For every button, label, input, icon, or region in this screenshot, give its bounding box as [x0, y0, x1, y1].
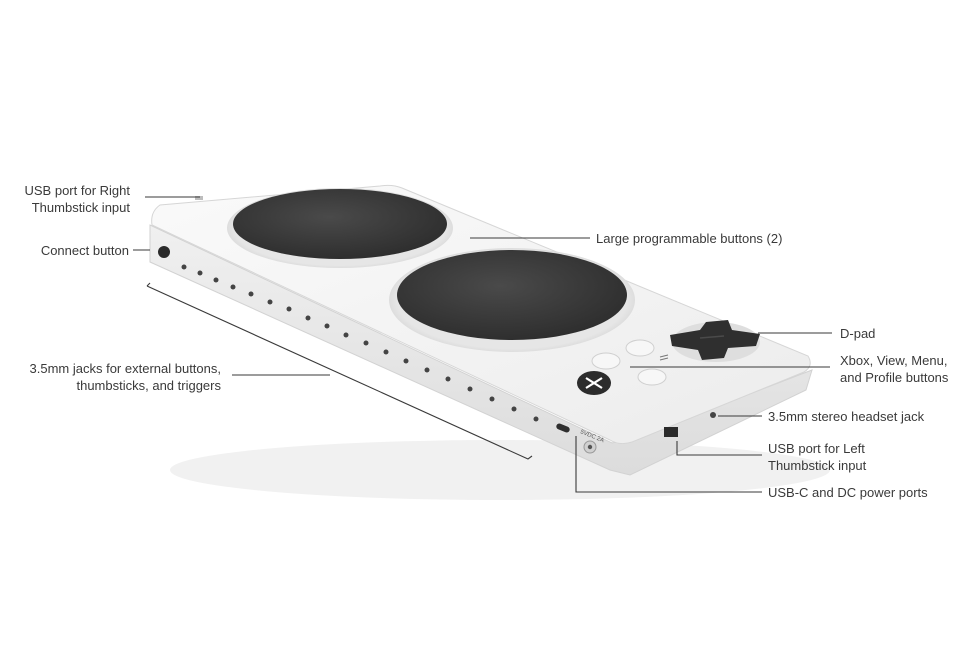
jack-port[interactable] [467, 386, 473, 392]
jack-port[interactable] [363, 340, 369, 346]
label-xbox-buttons: Xbox, View, Menu, and Profile buttons [840, 352, 948, 386]
label-usb-left-line1: USB port for Left [768, 441, 865, 456]
label-xbox-buttons-line1: Xbox, View, Menu, [840, 353, 948, 368]
jack-port[interactable] [248, 291, 254, 297]
label-usb-left: USB port for Left Thumbstick input [768, 440, 866, 474]
usb-left-port[interactable] [664, 427, 678, 437]
label-usb-right-line1: USB port for Right [24, 183, 131, 198]
dpad[interactable] [670, 320, 760, 360]
jack-port[interactable] [445, 376, 451, 382]
jack-port[interactable] [324, 323, 330, 329]
view-button[interactable] [591, 352, 621, 370]
usb-c-port[interactable] [555, 423, 570, 434]
jack-port[interactable] [286, 306, 292, 312]
usb-right-port[interactable] [195, 196, 203, 200]
jack-port[interactable] [230, 284, 236, 290]
jack-port[interactable] [511, 406, 517, 412]
jack-port[interactable] [343, 332, 349, 338]
label-power-ports: USB-C and DC power ports [768, 485, 928, 500]
label-dpad: D-pad [840, 326, 876, 341]
leader-lines [133, 196, 832, 493]
label-usb-left-line2: Thumbstick input [768, 458, 867, 473]
jack-port[interactable] [533, 416, 539, 422]
jack-row [181, 264, 539, 422]
profile-button[interactable] [637, 368, 667, 386]
label-connect-button: Connect button [40, 243, 129, 258]
jack-port[interactable] [424, 367, 430, 373]
jack-port[interactable] [403, 358, 409, 364]
large-button-lower[interactable] [397, 250, 627, 340]
connect-button[interactable] [158, 246, 170, 258]
xbox-logo-icon [585, 377, 603, 389]
label-jacks-line2: thumbsticks, and triggers [76, 378, 221, 393]
label-headset-jack: 3.5mm stereo headset jack [768, 409, 925, 424]
jack-port[interactable] [305, 315, 311, 321]
label-usb-right: USB port for Right Thumbstick input [10, 182, 131, 216]
jack-port[interactable] [197, 270, 203, 276]
menu-button[interactable] [625, 339, 655, 357]
large-button-upper[interactable] [233, 189, 447, 259]
jack-port[interactable] [181, 264, 187, 270]
headset-jack[interactable] [710, 412, 716, 418]
label-usb-right-line2: Thumbstick input [31, 200, 130, 215]
label-large-buttons: Large programmable buttons (2) [596, 231, 783, 246]
jack-port[interactable] [383, 349, 389, 355]
jack-port[interactable] [489, 396, 495, 402]
label-jacks-line1: 3.5mm jacks for external buttons, [29, 361, 221, 376]
jack-port[interactable] [213, 277, 219, 283]
jack-port[interactable] [267, 299, 273, 305]
device-shadow [170, 440, 830, 500]
label-xbox-buttons-line2: and Profile buttons [840, 370, 949, 385]
label-jacks: 3.5mm jacks for external buttons, thumbs… [10, 360, 221, 394]
